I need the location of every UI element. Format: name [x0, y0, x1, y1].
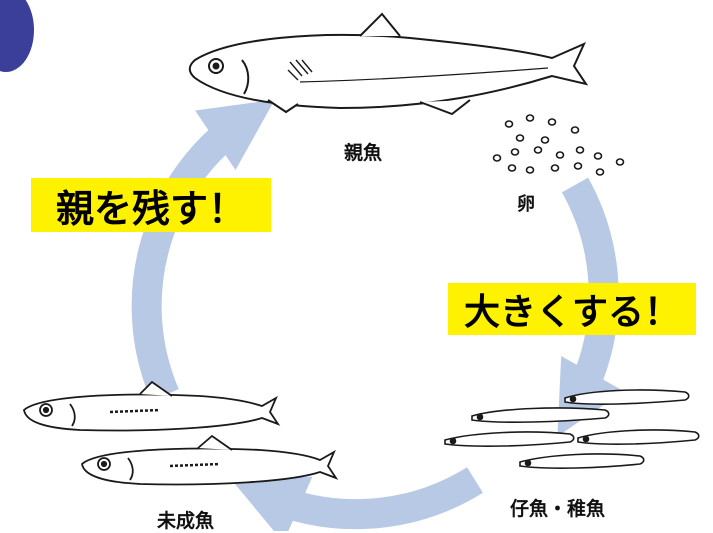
- arrow-larva-to-juvenile: [232, 467, 483, 531]
- eggs-icon: [492, 114, 625, 176]
- banner-leave-offspring: 親を残す！: [31, 178, 271, 232]
- larva-fish-icon: [444, 389, 700, 469]
- adult-fish-icon: [188, 12, 589, 116]
- juvenile-fish-icon: [23, 380, 339, 486]
- parent-fish-label: 親魚: [344, 142, 383, 164]
- juvenile-fish-label: 未成魚: [157, 510, 215, 532]
- larva-fish-label: 仔魚・稚魚: [510, 498, 606, 520]
- banner-grow-bigger: 大きくする！: [448, 283, 696, 335]
- egg-label: 卵: [517, 194, 535, 215]
- arrow-juvenile-to-parent: [131, 99, 275, 401]
